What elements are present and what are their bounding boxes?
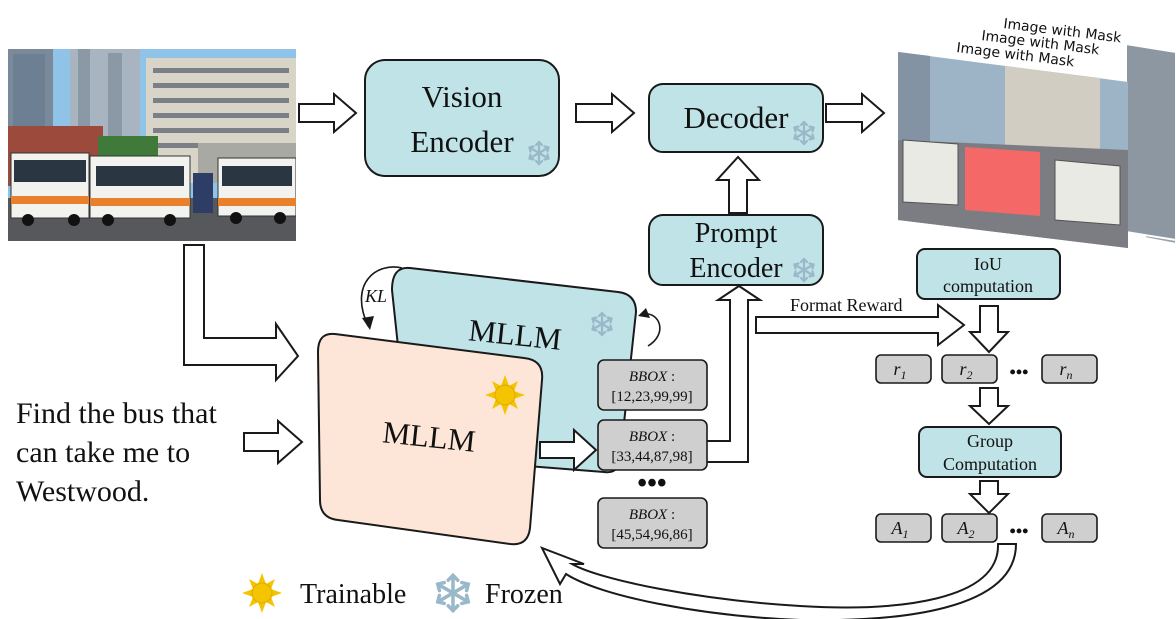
arrow-image-to-vision — [298, 91, 358, 135]
bbox-1-colon: : — [667, 369, 675, 385]
ref-return-arrow-head — [638, 308, 650, 318]
svg-text:BBOX :: BBOX : — [629, 369, 675, 385]
reward-ellipsis: ••• — [1010, 362, 1029, 382]
arrow-rewards-to-group — [967, 387, 1011, 426]
bbox-2-colon: : — [667, 429, 675, 445]
vision-encoder-line1: Vision — [422, 79, 503, 114]
iou-line2: computation — [943, 276, 1033, 296]
query-line3: Westwood. — [16, 475, 149, 508]
bbox-3-coords: [45,54,96,86] — [611, 527, 692, 543]
iou-computation-block: IoU computation — [916, 248, 1061, 300]
bbox-2-label: BBOX — [629, 429, 668, 445]
svg-text:rn: rn — [1059, 359, 1072, 382]
mask-output-stack: Image with Mask Image with Mask Image wi… — [898, 16, 1176, 248]
svg-text:BBOX :: BBOX : — [629, 507, 675, 523]
arrow-bbox-to-prompt — [705, 284, 764, 463]
input-image — [8, 49, 296, 241]
bbox-output-1: BBOX : [12,23,99,99] — [597, 359, 708, 411]
vision-encoder-block: Vision Encoder — [364, 59, 560, 177]
legend: Trainable Frozen — [241, 572, 563, 614]
bbox-1-coords: [12,23,99,99] — [611, 389, 692, 405]
arrow-group-to-advantages — [967, 480, 1011, 515]
advantage-a1: A1 — [875, 513, 932, 543]
svg-text:An: An — [1057, 518, 1075, 541]
advantage-an: An — [1041, 513, 1098, 543]
reward-rn: rn — [1041, 354, 1098, 384]
svg-text:BBOX :: BBOX : — [629, 429, 675, 445]
group-line2: Computation — [943, 454, 1037, 474]
decoder-block: Decoder — [648, 83, 824, 153]
query-line2: can take me to — [16, 436, 190, 469]
vision-encoder-line2: Encoder — [410, 124, 514, 159]
bbox-ellipsis: ••• — [637, 468, 666, 499]
reward-r1: r1 — [875, 354, 932, 384]
bbox-output-2: BBOX : [33,44,87,98] — [597, 419, 708, 471]
kl-divergence-arrow: KL — [360, 266, 403, 330]
iou-line1: IoU — [974, 254, 1002, 274]
ref-return-arrow — [643, 313, 661, 347]
decoder-label: Decoder — [684, 100, 790, 135]
query-line1: Find the bus that — [16, 397, 217, 430]
prompt-encoder-line1: Prompt — [695, 218, 778, 249]
snowflake-icon — [436, 573, 470, 613]
mask-output-image — [898, 52, 1128, 248]
bbox-2-coords: [33,44,87,98] — [611, 449, 692, 465]
svg-text:r1: r1 — [893, 359, 906, 382]
arrow-format-reward — [755, 302, 966, 348]
advantage-ellipsis: ••• — [1010, 521, 1029, 541]
prompt-encoder-block: Prompt Encoder — [648, 214, 824, 286]
prompt-encoder-line2: Encoder — [689, 253, 783, 284]
legend-frozen: Frozen — [485, 579, 563, 610]
input-query: Find the bus that can take me to Westwoo… — [16, 397, 217, 508]
arrow-query-to-mllm — [243, 418, 304, 466]
arrow-decoder-to-mask — [825, 91, 886, 135]
arrow-advantage-feedback — [539, 543, 1018, 619]
bbox-output-3: BBOX : [45,54,96,86] — [597, 497, 708, 549]
svg-text:r2: r2 — [959, 359, 972, 382]
sun-icon — [241, 572, 283, 614]
svg-text:A2: A2 — [957, 518, 975, 541]
predicted-mask — [965, 147, 1040, 216]
arrow-image-to-mllm — [183, 244, 300, 383]
advantage-a2: A2 — [941, 513, 998, 543]
legend-trainable: Trainable — [300, 579, 406, 610]
format-reward-label: Format Reward — [790, 295, 902, 315]
kl-label: KL — [364, 286, 387, 306]
group-computation-block: Group Computation — [918, 426, 1062, 478]
arrow-iou-to-rewards — [967, 305, 1011, 354]
bbox-1-label: BBOX — [629, 369, 668, 385]
svg-text:A1: A1 — [891, 518, 909, 541]
arrow-vision-to-decoder — [575, 91, 636, 135]
arrow-mllm-to-bbox — [539, 427, 598, 473]
group-line1: Group — [967, 431, 1013, 451]
arrow-prompt-to-decoder — [714, 155, 762, 214]
bbox-3-colon: : — [667, 507, 675, 523]
mllm-policy-card: MLLM — [316, 332, 544, 546]
bbox-3-label: BBOX — [629, 507, 668, 523]
reward-r2: r2 — [941, 354, 998, 384]
